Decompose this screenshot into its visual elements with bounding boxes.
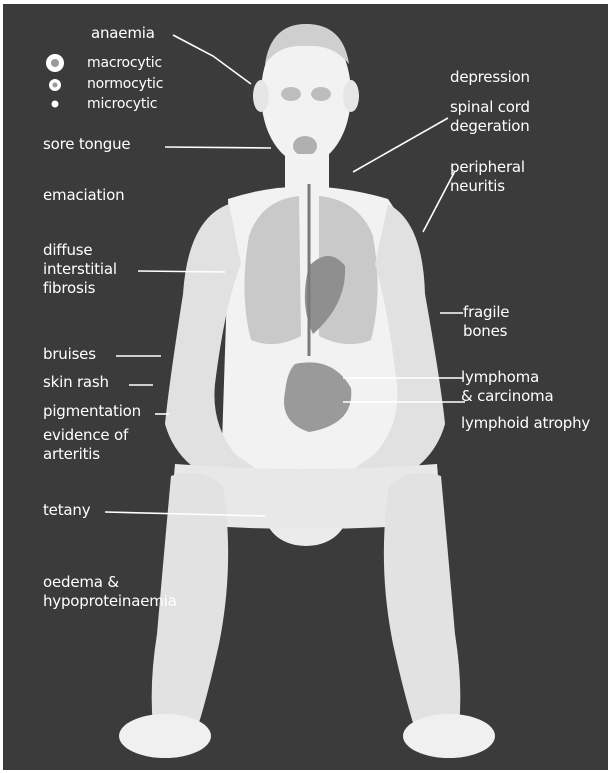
label-arteritis: evidence of arteritis	[43, 426, 128, 464]
label-sore-tongue: sore tongue	[43, 135, 130, 154]
label-pigmentation: pigmentation	[43, 402, 141, 421]
right-leg	[384, 473, 460, 726]
label-spinal-cord: spinal cord degeration	[450, 98, 530, 136]
medium-cell-icon	[49, 79, 61, 91]
right-eye	[311, 87, 331, 101]
anaemia-leader	[173, 35, 251, 84]
label-neuritis: peripheral neuritis	[450, 158, 525, 196]
large-cell-icon	[46, 54, 64, 72]
right-ear	[343, 80, 359, 112]
legend-macrocytic: macrocytic	[87, 55, 162, 71]
label-fibrosis: diffuse interstitial fibrosis	[43, 241, 117, 298]
label-bruises: bruises	[43, 345, 96, 364]
label-depression: depression	[450, 68, 530, 87]
label-fragile-bones: fragile bones	[463, 303, 509, 341]
legend-normocytic: normocytic	[87, 76, 163, 92]
left-foot	[119, 714, 211, 758]
label-emaciation: emaciation	[43, 186, 124, 205]
fibrosis-leader	[138, 271, 225, 272]
label-lymphoid-atrophy: lymphoid atrophy	[461, 414, 590, 433]
label-oedema: oedema & hypoproteinaemia	[43, 573, 177, 611]
mouth	[293, 136, 317, 156]
label-anaemia: anaemia	[91, 24, 155, 43]
legend-microcytic: microcytic	[87, 96, 157, 112]
label-skin-rash: skin rash	[43, 373, 109, 392]
spinal-cord-leader	[353, 118, 448, 172]
left-ear	[253, 80, 269, 112]
label-tetany: tetany	[43, 501, 90, 520]
small-cell-icon	[52, 101, 59, 108]
right-foot	[403, 714, 495, 758]
left-eye	[281, 87, 301, 101]
sore-tongue-leader	[165, 147, 271, 148]
label-lymphoma: lymphoma & carcinoma	[461, 368, 553, 406]
diagram-panel: anaemia macrocytic normocytic microcytic…	[3, 4, 608, 770]
